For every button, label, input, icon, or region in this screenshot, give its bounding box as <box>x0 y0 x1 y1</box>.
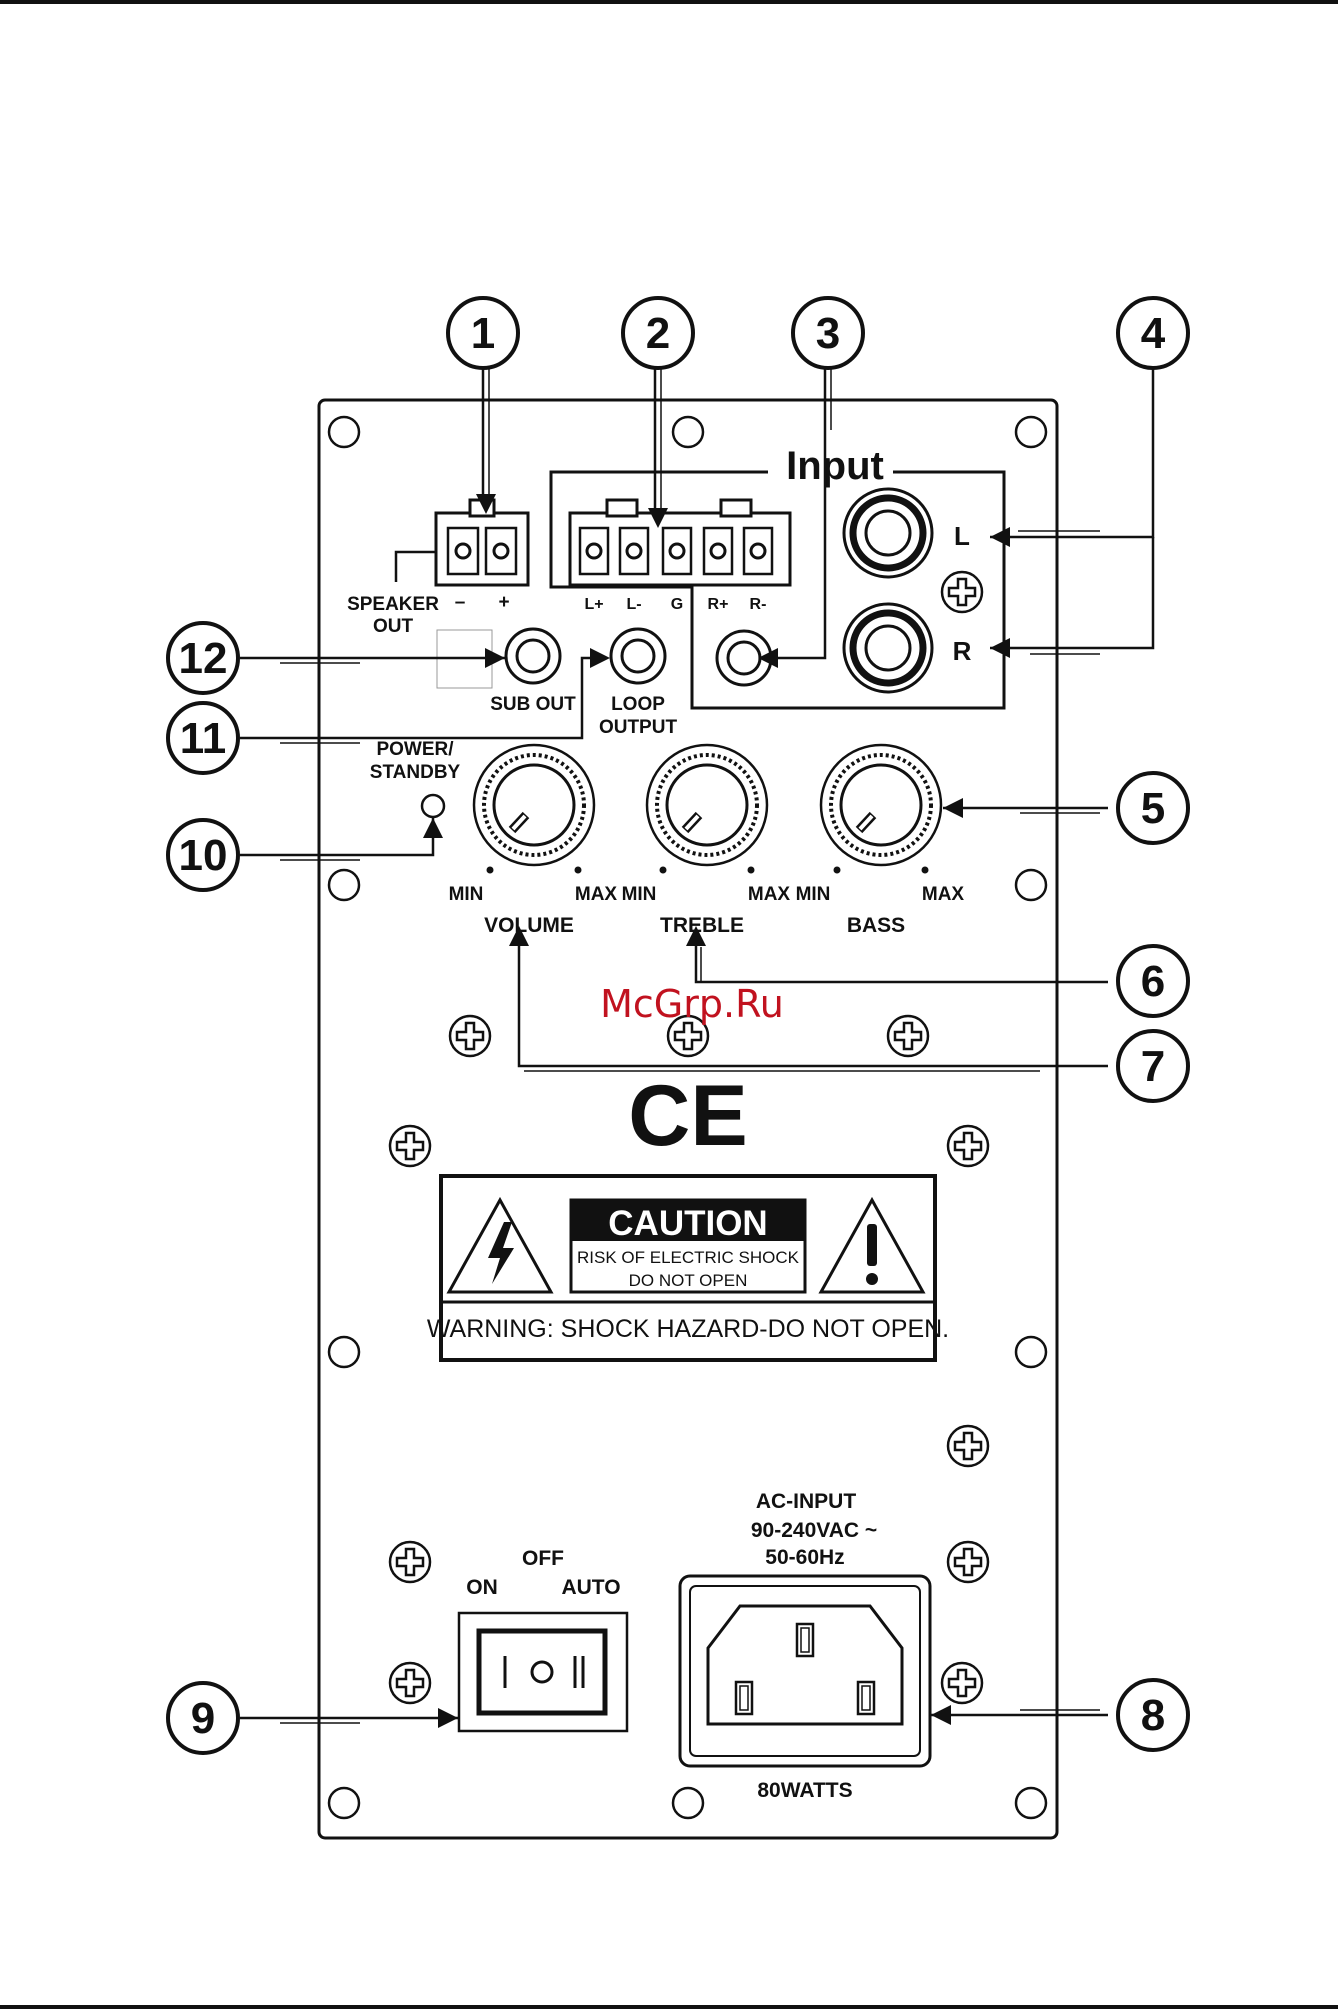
switch-off-label: OFF <box>522 1547 564 1570</box>
callout-7: 7 <box>1118 1031 1188 1101</box>
speaker-minus-label: – <box>455 592 466 613</box>
callout-number: 2 <box>646 309 670 358</box>
callout-number: 10 <box>179 831 228 880</box>
input-right-label: R <box>953 636 972 666</box>
callout-number: 9 <box>191 1694 215 1743</box>
speaker-plus-label: + <box>498 592 509 613</box>
callout-12: 12 <box>168 623 238 693</box>
mounting-hole <box>329 870 359 900</box>
knob-min-label: MIN <box>449 884 484 905</box>
knob-name-label: BASS <box>847 914 905 937</box>
loop-output-label-1: LOOP <box>611 694 665 715</box>
mounting-hole <box>673 1788 703 1818</box>
callout-number: 11 <box>180 714 227 763</box>
knob-min-label: MIN <box>796 884 831 905</box>
power-mode-switch <box>459 1613 627 1731</box>
caution-line-2: DO NOT OPEN <box>629 1271 748 1290</box>
knob-max-label: MAX <box>748 884 791 905</box>
mounting-hole <box>329 1337 359 1367</box>
knob-name-label: TREBLE <box>660 914 744 937</box>
callout-number: 5 <box>1141 784 1165 833</box>
ac-input-label-2: 90-240VAC ~ <box>751 1519 877 1542</box>
mounting-hole <box>1016 1788 1046 1818</box>
input-left-label: L <box>954 521 970 551</box>
switch-auto-label: AUTO <box>561 1576 620 1599</box>
loop-output-label-2: OUTPUT <box>599 717 678 738</box>
callout-number: 12 <box>179 634 228 683</box>
mounting-hole <box>1016 1337 1046 1367</box>
rca-input-right <box>844 604 932 692</box>
callout-6: 6 <box>1118 946 1188 1016</box>
ac-input-label-3: 50-60Hz <box>765 1546 844 1569</box>
caution-title: CAUTION <box>608 1204 767 1243</box>
callout-5: 5 <box>1118 773 1188 843</box>
screw-icon <box>390 1663 430 1703</box>
screw-icon <box>942 1663 982 1703</box>
knob-max-label: MAX <box>922 884 965 905</box>
callout-1: 1 <box>448 298 518 368</box>
callout-number: 7 <box>1141 1042 1165 1091</box>
callout-9: 9 <box>168 1683 238 1753</box>
input-terminal-label: R+ <box>708 596 729 613</box>
callout-2: 2 <box>623 298 693 368</box>
mounting-hole <box>1016 870 1046 900</box>
input-title: Input <box>786 444 884 488</box>
watermark: McGrp.Ru <box>600 982 784 1026</box>
sub-out-label: SUB OUT <box>490 694 576 715</box>
callout-4: 4 <box>1118 298 1188 368</box>
screw-icon <box>888 1016 928 1056</box>
mounting-hole <box>673 417 703 447</box>
callout-number: 8 <box>1141 1691 1165 1740</box>
callout-8: 8 <box>1118 1680 1188 1750</box>
mounting-hole <box>329 1788 359 1818</box>
speaker-out-label-2: OUT <box>373 616 414 637</box>
input-terminal-block <box>570 500 790 585</box>
screw-icon <box>390 1126 430 1166</box>
jack-sub-out <box>506 629 560 683</box>
input-terminal-label: L- <box>626 596 641 613</box>
power-standby-label-1: POWER/ <box>376 739 454 760</box>
jack-loop-output <box>611 629 665 683</box>
ce-mark: CE <box>628 1068 747 1164</box>
ac-power-inlet <box>680 1576 930 1766</box>
screw-icon <box>948 1426 988 1466</box>
speaker-out-label-1: SPEAKER <box>347 594 439 615</box>
rca-input-left <box>844 489 932 577</box>
input-terminal-label: G <box>671 596 683 613</box>
callout-number: 6 <box>1141 957 1165 1006</box>
callout-number: 4 <box>1141 309 1166 358</box>
callout-11: 11 <box>168 703 238 773</box>
caution-line-1: RISK OF ELECTRIC SHOCK <box>577 1248 800 1267</box>
input-terminal-label: R- <box>750 596 767 613</box>
mounting-hole <box>329 417 359 447</box>
power-standby-label-2: STANDBY <box>370 762 461 783</box>
screw-icon <box>390 1542 430 1582</box>
callout-number: 3 <box>816 309 840 358</box>
input-terminal-label: L+ <box>584 596 603 613</box>
screw-icon <box>450 1016 490 1056</box>
screw-icon <box>942 572 982 612</box>
screw-icon <box>948 1126 988 1166</box>
ac-power-rating: 80WATTS <box>757 1779 852 1802</box>
screw-icon <box>948 1542 988 1582</box>
caution-warning: WARNING: SHOCK HAZARD-DO NOT OPEN. <box>427 1315 949 1343</box>
knob-name-label: VOLUME <box>484 914 574 937</box>
knob-min-label: MIN <box>622 884 657 905</box>
switch-on-label: ON <box>466 1576 498 1599</box>
ac-input-label-1: AC-INPUT <box>756 1490 856 1513</box>
callout-10: 10 <box>168 820 238 890</box>
callout-number: 1 <box>471 309 495 358</box>
power-standby-led <box>422 795 444 817</box>
knob-max-label: MAX <box>575 884 618 905</box>
mounting-hole <box>1016 417 1046 447</box>
callout-3: 3 <box>793 298 863 368</box>
